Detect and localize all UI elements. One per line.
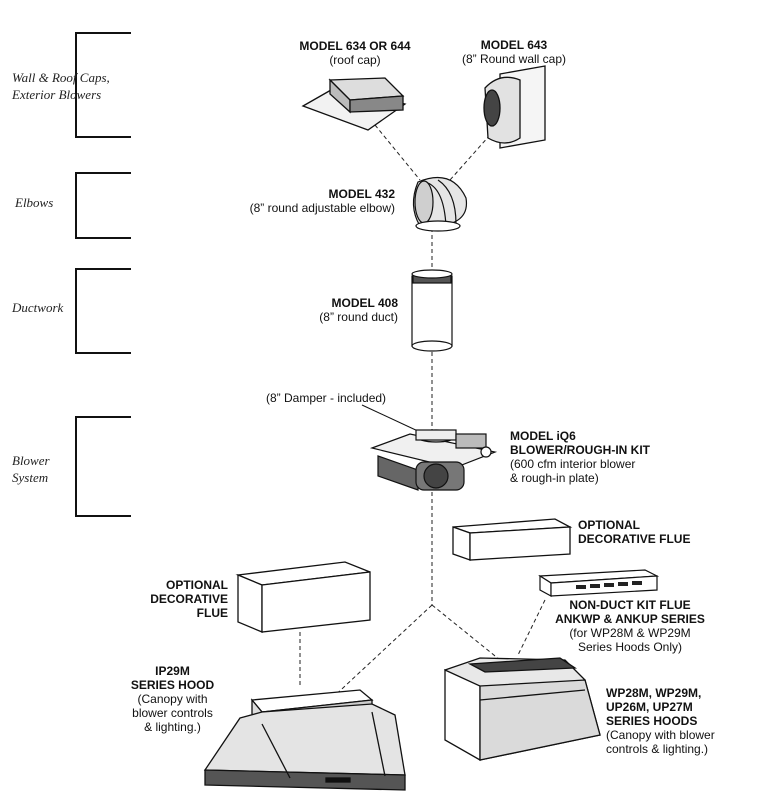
category-wall-roof-line1: Wall & Roof Caps, — [12, 70, 110, 85]
label-blower: MODEL iQ6 BLOWER/ROUGH-IN KIT (600 cfm i… — [510, 429, 650, 485]
category-wall-roof: Wall & Roof Caps, Exterior Blowers — [12, 69, 110, 103]
duct-title: MODEL 408 — [331, 296, 398, 310]
label-wall-cap: MODEL 643 (8” Round wall cap) — [452, 38, 576, 66]
ip-hood-title-1: IP29M — [155, 664, 190, 678]
nonduct-title-2: ANKWP & ANKUP SERIES — [555, 612, 705, 626]
bracket-wall-roof — [75, 32, 131, 138]
category-blower-system: Blower System — [12, 452, 50, 486]
wp-hood-title-2: UP26M, UP27M — [606, 700, 693, 714]
label-elbow: MODEL 432 (8” round adjustable elbow) — [230, 187, 395, 215]
roof-cap-sub: (roof cap) — [329, 53, 381, 67]
blower-sub-1: (600 cfm interior blower — [510, 457, 636, 471]
connector-junction-wphood — [431, 604, 501, 661]
label-flue-right: OPTIONAL DECORATIVE FLUE — [578, 518, 690, 546]
blower-title-1: MODEL iQ6 — [510, 429, 576, 443]
wall-cap-title: MODEL 643 — [480, 38, 548, 52]
nonduct-flue-icon — [538, 569, 660, 598]
category-blower-line2: System — [12, 470, 49, 485]
ip-hood-sub-3: & lighting.) — [144, 720, 201, 734]
ip-hood-icon — [203, 689, 406, 791]
label-roof-cap: MODEL 634 OR 644 (roof cap) — [290, 39, 420, 67]
roof-cap-icon — [301, 77, 407, 131]
category-ductwork: Ductwork — [12, 300, 64, 315]
ip-hood-sub-1: (Canopy with — [137, 692, 208, 706]
wall-cap-icon — [483, 65, 546, 149]
connector-wallcap-elbow — [449, 134, 491, 181]
wp-hood-icon — [444, 657, 601, 762]
duct-icon — [411, 269, 453, 352]
bracket-elbows — [75, 172, 131, 239]
wp-hood-title-3: SERIES HOODS — [606, 714, 698, 728]
label-nonduct: NON-DUCT KIT FLUE ANKWP & ANKUP SERIES (… — [540, 598, 720, 654]
roof-cap-title: MODEL 634 OR 644 — [299, 39, 411, 53]
flue-left-icon — [235, 561, 371, 633]
damper-sub: (8” Damper - included) — [266, 391, 387, 405]
flue-left-title-3: FLUE — [196, 606, 228, 620]
damper-leader — [361, 404, 421, 433]
bracket-ductwork — [75, 268, 131, 354]
elbow-sub: (8” round adjustable elbow) — [249, 201, 395, 215]
connector-roofcap-elbow — [374, 124, 421, 181]
nonduct-title-1: NON-DUCT KIT FLUE — [569, 598, 691, 612]
category-blower-line1: Blower — [12, 453, 50, 468]
elbow-icon — [412, 177, 468, 232]
label-damper: (8” Damper - included) — [266, 391, 386, 405]
ip-hood-title-2: SERIES HOOD — [130, 678, 215, 692]
flue-right-title-2: DECORATIVE FLUE — [578, 532, 691, 546]
flue-right-title-1: OPTIONAL — [578, 518, 640, 532]
category-wall-roof-line2: Exterior Blowers — [12, 87, 102, 102]
blower-icon — [369, 429, 498, 491]
flue-right-icon — [452, 518, 573, 561]
blower-title-2: BLOWER/ROUGH-IN KIT — [510, 443, 650, 457]
blower-sub-2: & rough-in plate) — [510, 471, 599, 485]
ip-hood-sub-2: blower controls — [132, 706, 213, 720]
connector-junction-iphood — [329, 604, 433, 701]
wp-hood-title-1: WP28M, WP29M, — [606, 686, 702, 700]
wall-cap-sub: (8” Round wall cap) — [461, 52, 567, 66]
wp-hood-sub-1: (Canopy with blower — [606, 728, 715, 742]
bracket-blower — [75, 416, 131, 517]
flue-left-title-1: OPTIONAL — [166, 578, 228, 592]
elbow-title: MODEL 432 — [328, 187, 395, 201]
duct-sub: (8” round duct) — [319, 310, 398, 324]
wp-hood-sub-2: controls & lighting.) — [606, 742, 709, 756]
label-ip-hood: IP29M SERIES HOOD (Canopy with blower co… — [115, 664, 230, 734]
label-wp-hood: WP28M, WP29M, UP26M, UP27M SERIES HOODS … — [606, 686, 715, 756]
nonduct-sub-2: Series Hoods Only) — [577, 640, 683, 654]
nonduct-sub-1: (for WP28M & WP29M — [569, 626, 691, 640]
flue-left-title-2: DECORATIVE — [150, 592, 228, 606]
label-flue-left: OPTIONAL DECORATIVE FLUE — [130, 578, 228, 620]
category-elbows: Elbows — [15, 195, 54, 210]
label-duct: MODEL 408 (8” round duct) — [285, 296, 398, 324]
connector-nonduct-wphood — [517, 599, 546, 656]
